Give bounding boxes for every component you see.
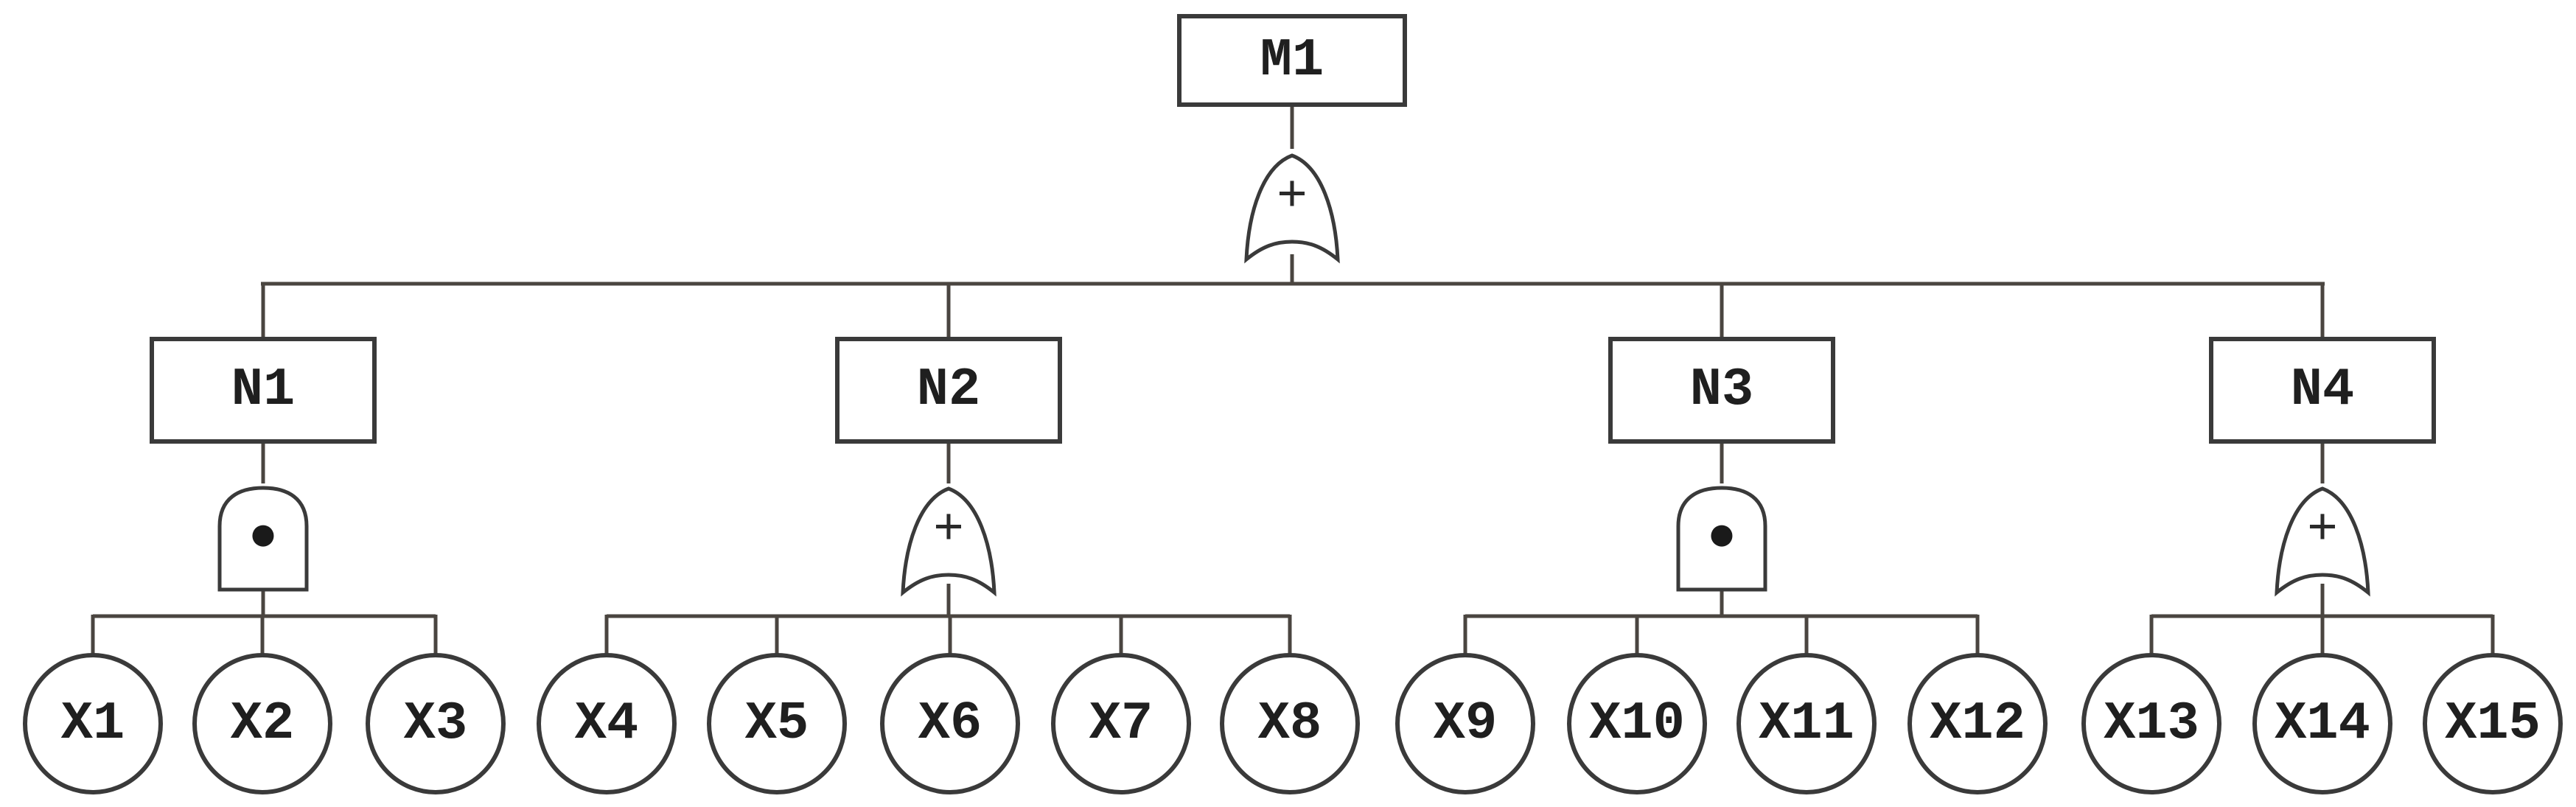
- basic-event-label-X14: X14: [2275, 694, 2370, 754]
- basic-event-circle-X13: [2081, 653, 2221, 794]
- event-label-N2: N2: [917, 360, 980, 420]
- basic-event-circle-X12: [1907, 653, 2048, 794]
- basic-event-label-X8: X8: [1258, 694, 1322, 754]
- branch-N4: N4 +: [2209, 337, 2436, 597]
- basic-event-X3: X3: [366, 653, 506, 794]
- basic-event-circle-X6: [880, 653, 1020, 794]
- basic-event-circle-X4: [537, 653, 677, 794]
- or-gate-M1: +: [1244, 153, 1340, 264]
- basic-event-circle-X9: [1395, 653, 1535, 794]
- basic-event-label-X11: X11: [1759, 694, 1854, 754]
- or-gate-N4: +: [2275, 486, 2370, 597]
- and-gate-shape: [217, 486, 309, 592]
- and-gate-dot-symbol: ●: [251, 517, 275, 550]
- basic-event-label-X1: X1: [61, 694, 125, 754]
- event-label-N4: N4: [2291, 360, 2354, 420]
- basic-event-circle-X15: [2423, 653, 2563, 794]
- basic-event-X14: X14: [2252, 653, 2392, 794]
- or-gate-plus-symbol: +: [1277, 169, 1308, 227]
- basic-event-circle-X7: [1051, 653, 1191, 794]
- and-gate-shape: [1676, 486, 1767, 592]
- event-box-N4: [2209, 337, 2436, 444]
- basic-event-label-X6: X6: [918, 694, 982, 754]
- basic-event-X4: X4: [537, 653, 677, 794]
- basic-event-circle-X3: [366, 653, 506, 794]
- or-gate-N2: +: [901, 486, 996, 597]
- basic-event-X15: X15: [2423, 653, 2563, 794]
- basic-event-X6: X6: [880, 653, 1020, 794]
- branch-N3: N3 ●: [1608, 337, 1835, 592]
- connector-level1-drops: [261, 282, 2325, 339]
- event-box-M1: [1177, 14, 1407, 107]
- basic-event-label-X9: X9: [1434, 694, 1497, 754]
- and-gate-N1: ●: [217, 486, 309, 592]
- connector-N1-group: [91, 441, 438, 657]
- basic-event-X8: X8: [1220, 653, 1360, 794]
- basic-event-label-X4: X4: [575, 694, 638, 754]
- basic-event-X12: X12: [1907, 653, 2048, 794]
- basic-event-X5: X5: [707, 653, 847, 794]
- event-label-N3: N3: [1690, 360, 1753, 420]
- basic-event-circle-X8: [1220, 653, 1360, 794]
- basic-event-label-X15: X15: [2445, 694, 2541, 754]
- or-gate-shape: [2275, 486, 2370, 597]
- basic-event-X1: X1: [23, 653, 163, 794]
- event-box-N1: [150, 337, 377, 444]
- connector-N3-group: [1463, 441, 1980, 657]
- connector-N4-group: [2149, 441, 2495, 657]
- basic-event-circle-X5: [707, 653, 847, 794]
- basic-event-circle-X10: [1567, 653, 1707, 794]
- branch-N1: N1 ●: [150, 337, 377, 592]
- event-label-N1: N1: [231, 360, 295, 420]
- event-box-N2: [835, 337, 1062, 444]
- basic-event-circle-X1: [23, 653, 163, 794]
- basic-event-label-X5: X5: [745, 694, 809, 754]
- basic-event-label-X12: X12: [1930, 694, 2025, 754]
- basic-event-X13: X13: [2081, 653, 2221, 794]
- basic-event-label-X7: X7: [1089, 694, 1153, 754]
- basic-event-label-X2: X2: [231, 694, 294, 754]
- basic-event-label-X13: X13: [2104, 694, 2199, 754]
- or-gate-plus-symbol: +: [933, 502, 964, 560]
- basic-event-circle-X2: [192, 653, 332, 794]
- basic-event-X2: X2: [192, 653, 332, 794]
- branch-N2: N2 +: [835, 337, 1062, 597]
- or-gate-plus-symbol: +: [2307, 502, 2338, 560]
- connector-N2-group: [604, 441, 1292, 657]
- or-gate-shape: [901, 486, 996, 597]
- basic-event-circle-X11: [1736, 653, 1877, 794]
- basic-event-X9: X9: [1395, 653, 1535, 794]
- event-box-N3: [1608, 337, 1835, 444]
- node-M1: M1 +: [1177, 14, 1407, 264]
- basic-event-X10: X10: [1567, 653, 1707, 794]
- event-label-M1: M1: [1260, 30, 1324, 91]
- and-gate-N3: ●: [1676, 486, 1767, 592]
- basic-event-label-X3: X3: [404, 694, 467, 754]
- and-gate-dot-symbol: ●: [1709, 517, 1734, 550]
- basic-event-X7: X7: [1051, 653, 1191, 794]
- basic-event-label-X10: X10: [1589, 694, 1685, 754]
- basic-event-X11: X11: [1736, 653, 1877, 794]
- basic-event-circle-X14: [2252, 653, 2392, 794]
- or-gate-shape: [1244, 153, 1340, 264]
